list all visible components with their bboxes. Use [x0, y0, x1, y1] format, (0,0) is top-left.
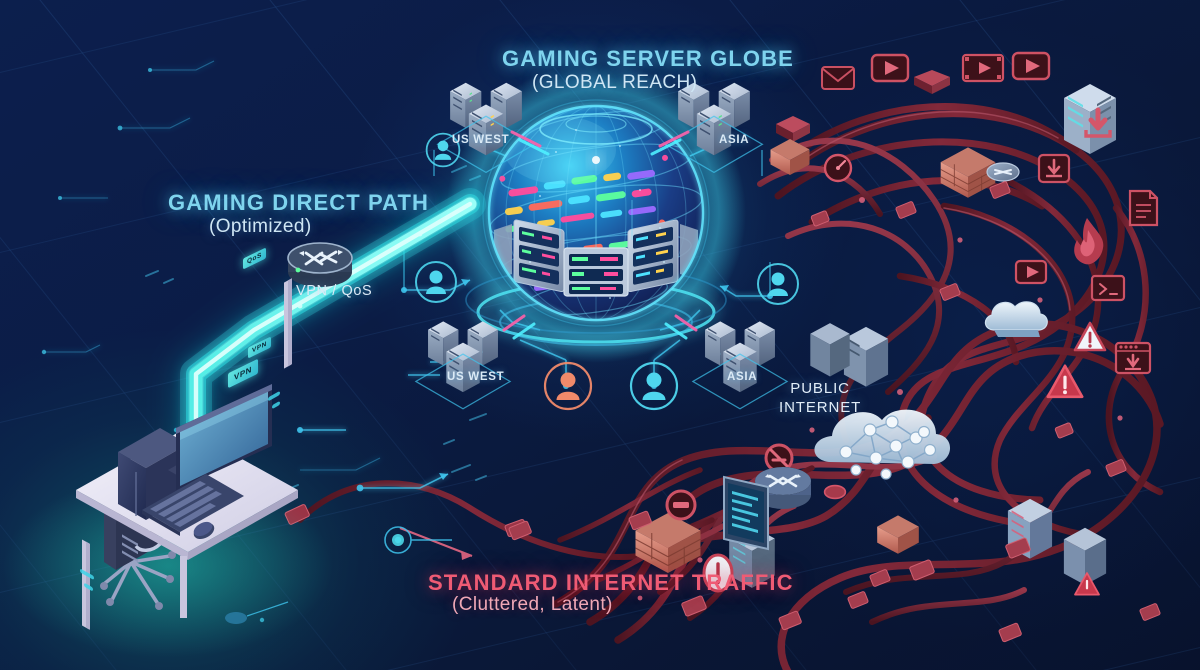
document-icon — [1128, 189, 1159, 227]
flame-icon — [1074, 218, 1104, 265]
public-internet-label: PUBLIC INTERNET — [779, 379, 861, 417]
public-internet-line1: PUBLIC — [790, 380, 850, 397]
warning-oval-icon — [702, 553, 734, 593]
warning-triangle — [1073, 321, 1107, 352]
download-icon — [1084, 107, 1112, 138]
public-internet-line2: INTERNET — [779, 399, 862, 416]
region-label-asia-bottom: ASIA — [727, 371, 758, 383]
download-box-icon — [1037, 153, 1071, 184]
mesh-cloud-icon — [814, 409, 951, 480]
play-button-icon — [1014, 259, 1048, 285]
package-icon — [776, 116, 810, 142]
envelope-icon — [821, 66, 855, 90]
server-rack-icon — [810, 323, 850, 377]
brick-wall-icon — [770, 139, 810, 175]
monitor — [168, 384, 272, 490]
terminal-icon — [1090, 274, 1126, 302]
server-stack-icon — [691, 321, 789, 410]
standard-traffic-subtitle: (Cluttered, Latent) — [452, 594, 613, 615]
user-avatar-cyan — [425, 132, 461, 168]
standard-traffic-title: STANDARD INTERNET TRAFFIC — [428, 570, 794, 595]
region-label-us-west-top: US WEST — [452, 134, 510, 146]
server-rack-icon — [1007, 498, 1053, 559]
direct-path-subtitle: (Optimized) — [209, 216, 312, 237]
vpn-qos-router — [287, 242, 353, 287]
speed-gauge-icon — [823, 153, 853, 183]
vpn-qos-label: VPN / QoS — [296, 283, 373, 299]
browser-download-icon — [1114, 341, 1152, 375]
user-avatar-orange — [543, 361, 593, 411]
mouse — [193, 521, 215, 540]
satellite-icon — [986, 162, 1020, 182]
cloud-icon — [984, 301, 1048, 337]
globe-server-rack — [513, 219, 679, 297]
server-stack-icon — [436, 82, 536, 174]
direct-path-title: GAMING DIRECT PATH — [168, 190, 429, 215]
tablet-icon — [723, 475, 769, 551]
play-button-icon — [870, 53, 910, 83]
globe-subtitle: (GLOBAL REACH) — [532, 72, 698, 93]
region-label-asia-top: ASIA — [719, 134, 750, 146]
user-avatar-cyan — [757, 263, 799, 305]
warning-triangle — [1074, 572, 1100, 596]
region-label-us-west-bottom: US WEST — [447, 371, 505, 383]
no-entry-sign — [665, 489, 697, 521]
warning-triangle — [1046, 364, 1084, 399]
keyboard — [142, 474, 244, 536]
no-entry-sign — [823, 484, 847, 500]
chip-icon — [914, 70, 950, 94]
user-avatar-cyan — [629, 361, 679, 411]
server-stack-icon — [414, 321, 512, 410]
play-button-icon — [1011, 51, 1051, 81]
desk-circuit-accents — [80, 391, 280, 591]
user-avatar-cyan — [415, 261, 457, 303]
film-strip-icon — [961, 53, 1005, 83]
globe-title: GAMING SERVER GLOBE — [502, 46, 794, 71]
